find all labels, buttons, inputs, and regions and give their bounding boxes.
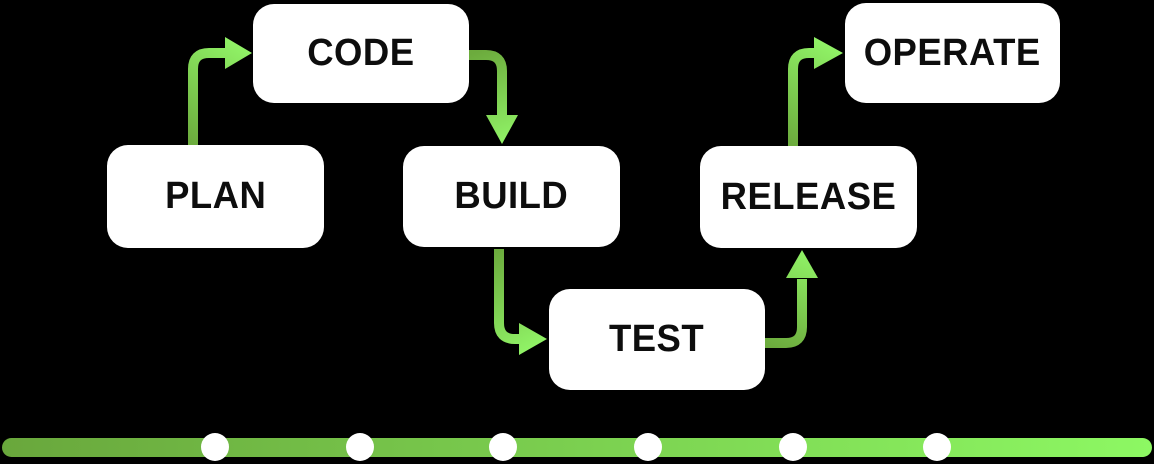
timeline-dot-6 [923, 433, 951, 461]
node-build: BUILD [403, 146, 620, 247]
arrowhead-up-icon [786, 250, 818, 278]
arrow-release-to-operate [788, 37, 843, 146]
timeline-dot-2 [346, 433, 374, 461]
node-label: TEST [609, 318, 705, 360]
arrow-code-to-build [469, 50, 518, 144]
arrow-shaft [788, 48, 816, 146]
arrowhead-right-icon [225, 37, 252, 69]
node-label: BUILD [454, 175, 569, 217]
arrow-plan-to-code [188, 37, 252, 145]
arrow-shaft [765, 279, 807, 348]
arrow-test-to-release [765, 250, 818, 348]
arrow-build-to-test [494, 249, 547, 355]
node-code: CODE [253, 4, 469, 103]
timeline [2, 433, 1152, 461]
arrowhead-right-icon [814, 37, 843, 69]
arrow-shaft [494, 249, 521, 344]
timeline-dot-1 [201, 433, 229, 461]
timeline-dot-5 [779, 433, 807, 461]
arrowhead-right-icon [519, 323, 547, 355]
node-operate: OPERATE [845, 3, 1060, 103]
node-test: TEST [549, 289, 765, 390]
arrowhead-down-icon [486, 115, 518, 144]
arrow-shaft [469, 50, 507, 117]
arrow-shaft [188, 48, 227, 145]
node-label: PLAN [164, 175, 267, 217]
node-label: CODE [307, 32, 415, 74]
timeline-dot-4 [634, 433, 662, 461]
node-label: OPERATE [864, 31, 1041, 74]
timeline-dot-3 [489, 433, 517, 461]
node-plan: PLAN [107, 145, 324, 248]
node-release: RELEASE [700, 146, 917, 248]
node-label: RELEASE [720, 175, 897, 218]
timeline-bar [2, 438, 1152, 457]
